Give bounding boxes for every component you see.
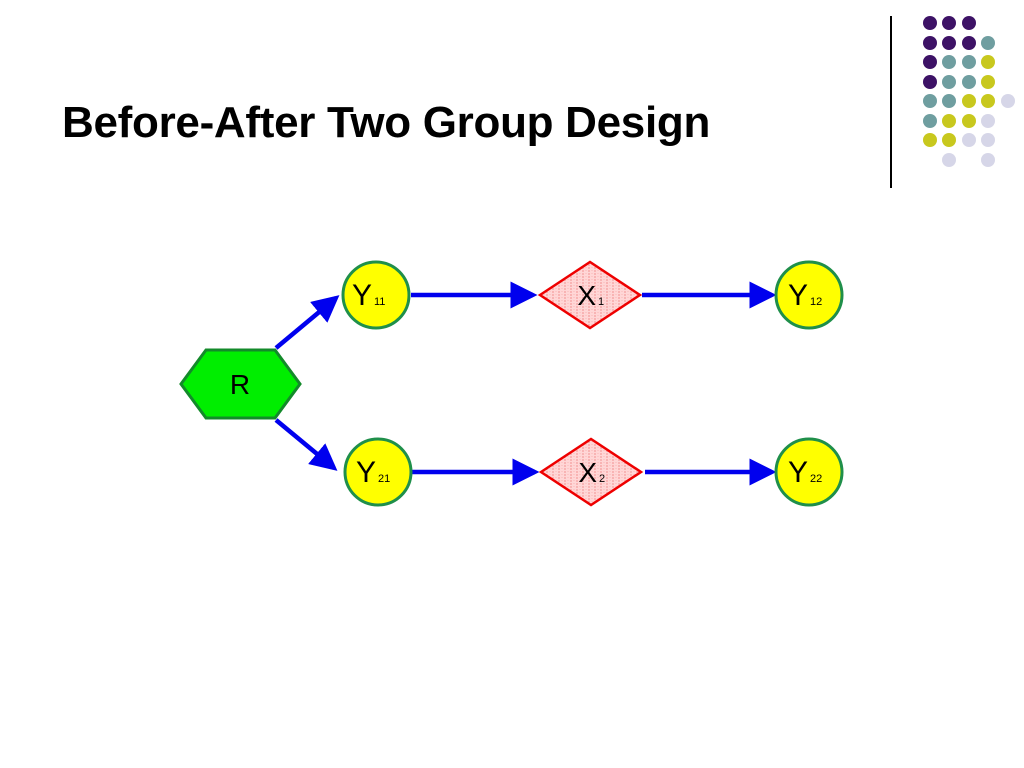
treatment-node-x1: X 1 [537,260,643,330]
y11-subscript: 11 [374,296,385,308]
decorative-dot [922,113,937,128]
randomization-node: R [179,348,302,420]
decorative-dot [961,94,976,108]
decorative-dot [942,152,956,167]
decorative-dot [922,94,937,108]
decorative-dot [942,16,956,30]
y12-label: Y [788,279,808,312]
decorative-dot [922,133,937,147]
decorative-dot [961,16,976,30]
edges [274,281,777,486]
decorative-dot [981,74,995,89]
observation-node-y11: Y 11 [341,260,411,330]
decorative-dot [961,133,976,147]
decorative-divider [890,16,892,188]
decorative-dot [942,74,956,89]
x2-subscript: 2 [599,473,605,485]
decorative-dot [961,55,976,69]
decorative-dot [922,35,937,50]
decorative-dot [981,94,995,108]
decorative-dot [981,152,995,167]
decorative-dot [1000,94,1015,108]
observation-node-y22: Y 22 [774,437,844,507]
x2-label: X [578,457,597,488]
edge-r-to-y11 [274,295,340,350]
decorative-dot [922,74,937,89]
decorative-dot [922,16,937,30]
decorative-dot [981,55,995,69]
decorative-dot [942,35,956,50]
x1-label: X [577,280,596,311]
decorative-dot [981,35,995,50]
slide-title: Before-After Two Group Design [62,98,711,147]
decorative-dot [942,133,956,147]
y21-subscript: 21 [378,473,390,485]
treatment-node-x2: X 2 [538,437,644,507]
y22-label: Y [788,456,808,489]
decorative-dot [922,55,937,69]
y12-subscript: 12 [810,296,822,308]
decorative-dot [961,35,976,50]
x1-subscript: 1 [598,296,604,308]
decorative-dot [942,113,956,128]
observation-node-y12: Y 12 [774,260,844,330]
observation-node-y21: Y 21 [343,437,413,507]
decorative-dot [961,74,976,89]
decorative-dot [961,113,976,128]
decorative-dot [942,94,956,108]
y22-subscript: 22 [810,473,822,485]
decorative-dot [981,133,995,147]
y11-label: Y [352,279,372,312]
edge-r-to-y21 [274,418,338,471]
randomization-label: R [230,369,250,400]
decorative-dot [981,113,995,128]
y21-label: Y [356,456,376,489]
decorative-dot [942,55,956,69]
